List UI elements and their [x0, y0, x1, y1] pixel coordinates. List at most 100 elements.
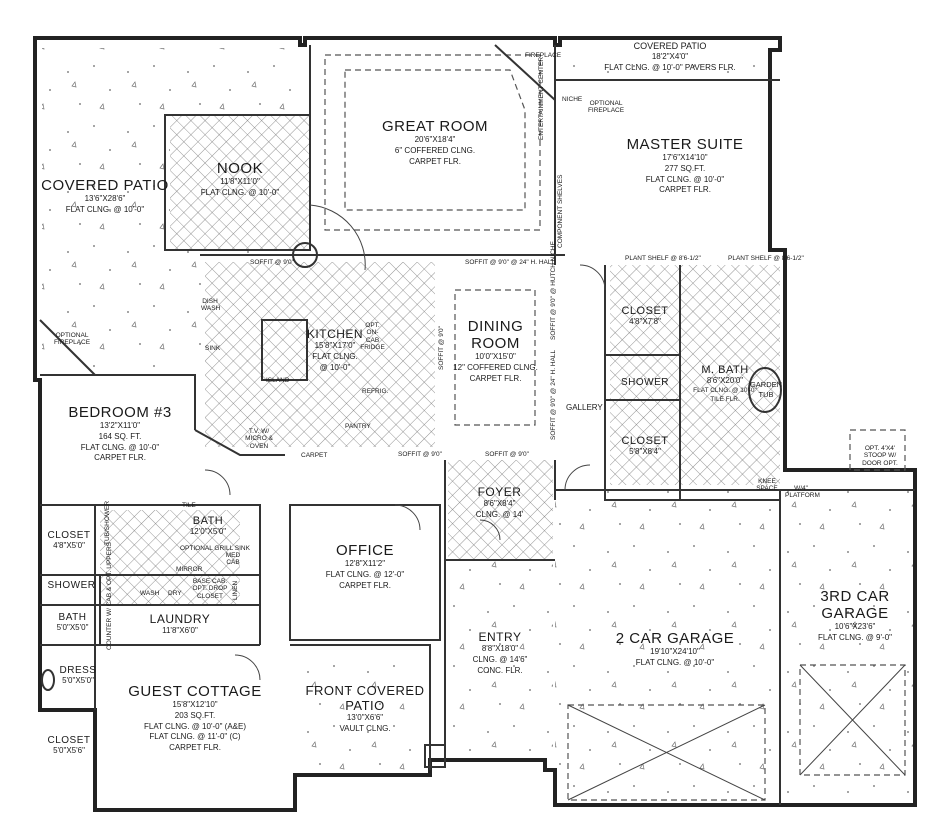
room-closet-cottage: CLOSET 5'0"X5'6"	[47, 735, 91, 755]
garden-tub-label: GARDEN TUB	[749, 380, 783, 400]
room-two-car-garage: 2 CAR GARAGE 19'10"X24'10" FLAT CLNG. @ …	[615, 630, 735, 667]
dining-coffer	[454, 289, 536, 426]
fireplace-angle	[494, 44, 556, 101]
note-opt-fridge: OPT. ON-CAB FRIDGE	[360, 322, 385, 352]
column-base	[424, 744, 446, 768]
note-component-shelves: COMPONENT SHELVES	[557, 174, 564, 248]
great-room-walls	[309, 45, 556, 265]
note-plant-shelf-2: PLANT SHELF @ 8'6-1/2"	[728, 255, 804, 262]
note-tv-micro: T.V. W/ MICRO & OVEN	[245, 428, 273, 450]
room-closet-master2: CLOSET 5'8"X8'4"	[621, 435, 669, 456]
room-bath-guest: BATH 12'0"X5'0"	[189, 515, 227, 536]
wall	[40, 374, 196, 430]
column	[292, 242, 318, 268]
door-swing	[394, 504, 421, 531]
nook-tile	[170, 115, 310, 250]
room-foyer: FOYER 8'6"X8'4" CLNG. @ 14'	[475, 485, 524, 519]
room-dining: DINING ROOM 10'0"X15'0" 12" COFFERED CLN…	[453, 318, 538, 383]
note-soffit-vert: SOFFIT @ 9'0"	[438, 326, 445, 370]
door-swing	[579, 264, 606, 291]
note-knee-space: KNEE SPACE	[756, 478, 778, 493]
garden-tub	[748, 367, 782, 413]
kitchen-tile	[205, 262, 435, 447]
room-nook: NOOK 11'8"X11'0" FLAT CLNG. @ 10'-0"	[200, 160, 280, 197]
front-patio-floor	[297, 650, 427, 770]
island	[261, 319, 308, 381]
note-soffit-foyer-r: SOFFIT @ 9'0"	[485, 451, 529, 458]
note-optional-grill-sink: OPTIONAL GRILL SINK	[180, 545, 250, 552]
note-med-cab: MED CAB	[225, 552, 241, 567]
room-guest-cottage: GUEST COTTAGE 15'8"X12'10" 203 SQ.FT. FL…	[128, 683, 262, 753]
door-swing	[564, 464, 591, 491]
patio-fireplace-angle	[39, 319, 96, 376]
note-fireplace: FIREPLACE	[525, 52, 562, 59]
note-counter-cab: COUNTER W/ CAB & OPT. UPPERS	[106, 542, 113, 650]
room-kitchen: KITCHEN 15'8"X17'0" FLAT CLNG. @ 10'-0"	[306, 327, 364, 372]
note-tub-shower: TUB/SHOWER	[104, 500, 111, 545]
stoop-outline	[849, 429, 906, 471]
note-optional-fireplace: OPTIONAL FIREPLACE	[587, 100, 625, 115]
note-dry: DRY	[168, 590, 182, 597]
cottage-walls	[40, 504, 261, 646]
great-room-coffer	[324, 54, 541, 231]
room-master-bath: M. BATH 8'6"X20'0" FLAT CLNG. @ 10'-0" T…	[693, 364, 757, 403]
note-soffit-great: SOFFIT @ 9'0"	[250, 259, 294, 266]
note-opt-stoop: OPT. 4'X4' STOOP W/ DOOR OPT.	[862, 445, 898, 467]
garage-floor	[555, 490, 915, 795]
master-bath-walls	[604, 265, 780, 501]
room-closet-bed3: CLOSET 4'8"X5'0"	[47, 530, 91, 550]
note-soffit-hall: SOFFIT @ 9'0" @ 24" H. HALL	[465, 259, 556, 266]
note-base-cab: BASE CAB. OPT. DROP CLOSET	[192, 578, 228, 600]
room-bath-cottage: BATH 5'0"X5'0"	[56, 612, 89, 632]
door-swing	[204, 469, 231, 496]
great-room-coffer-inner	[344, 69, 526, 211]
cottage-walls-v	[94, 505, 101, 710]
garage-door-x	[567, 664, 906, 801]
foyer-walls	[444, 460, 556, 760]
master-bath-tile	[610, 265, 780, 485]
note-mirror: MIRROR	[176, 566, 203, 573]
office-wall	[289, 504, 441, 641]
room-covered-patio-left: COVERED PATIO 13'6"X28'6" FLAT CLNG. @ 1…	[41, 177, 169, 214]
note-wash: WASH	[140, 590, 160, 597]
door-swing	[234, 654, 261, 681]
note-soffit-gallery: SOFFIT @ 9'0" @ 24" H. HALL	[550, 349, 557, 440]
room-shower-master: SHOWER	[621, 377, 669, 388]
note-sink: SINK	[205, 345, 221, 352]
note-carpet: CARPET	[301, 452, 328, 459]
note-soffit-foyer-l: SOFFIT @ 9'0"	[398, 451, 442, 458]
note-island: ISLAND	[266, 377, 290, 384]
room-closet-master: CLOSET 4'8"X7'8"	[621, 305, 669, 326]
kitchen-wall	[194, 429, 285, 456]
note-soffit-niche: SOFFIT @ 9'0" @ HUTCH NICHE	[550, 241, 557, 340]
foyer-tile	[448, 460, 553, 560]
door-swing	[479, 519, 501, 541]
curved-bar	[309, 204, 366, 271]
room-office: OFFICE 12'8"X11'2" FLAT CLNG. @ 12'-0" C…	[325, 542, 405, 590]
room-bedroom3: BEDROOM #3 13'2"X11'0" 164 SQ. FT. FLAT …	[68, 404, 172, 463]
note-optional-fireplace-patio: OPTIONAL FIREPLACE	[53, 332, 91, 347]
note-dish-wash: DISH WASH	[201, 298, 221, 313]
room-entry: ENTRY 8'8"X18'0" CLNG. @ 14'6" CONC. FLR…	[472, 630, 528, 675]
room-shower-cottage: SHOWER	[47, 580, 96, 591]
note-linen: LINEN	[232, 580, 239, 600]
room-master-suite: MASTER SUITE 17'6"X14'10" 277 SQ.FT. FLA…	[626, 136, 744, 195]
note-gallery: GALLERY	[566, 403, 603, 412]
room-front-covered-patio: FRONT COVERED PATIO 13'0"X6'6" VAULT CLN…	[305, 683, 425, 733]
note-plant-shelf-1: PLANT SHELF @ 8'6-1/2"	[625, 255, 701, 262]
room-covered-patio-top: COVERED PATIO 18'2"X4'0" FLAT CLNG. @ 10…	[604, 41, 736, 72]
guest-bath-tile	[100, 510, 240, 605]
note-niche: NICHE	[562, 96, 583, 103]
exterior-wall	[33, 36, 917, 812]
note-landing: W/4" PLATFORM	[785, 485, 820, 500]
room-dress: DRESS 5'0"X5'0"	[59, 665, 97, 685]
room-laundry: LAUNDRY 11'8"X6'0"	[149, 612, 211, 635]
note-pantry: PANTRY	[345, 423, 371, 430]
room-third-car-garage: 3RD CAR GARAGE 10'6"X23'6" FLAT CLNG. @ …	[818, 588, 892, 642]
note-tile: TILE	[182, 502, 196, 509]
note-entertainment-center: ENTERTAINMENT CENTER	[538, 56, 545, 140]
note-refrig: REFRIG.	[362, 388, 389, 395]
entry-floor	[448, 560, 553, 755]
room-great-room: GREAT ROOM 20'6"X18'4" 6" COFFERED CLNG.…	[381, 118, 489, 166]
